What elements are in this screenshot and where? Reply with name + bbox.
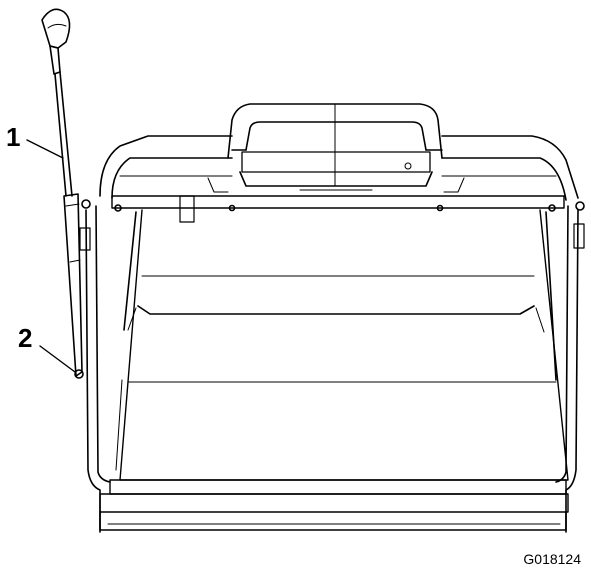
bag-top-frame [99, 135, 579, 223]
bag-base [99, 479, 569, 531]
bag-frame-tubes [79, 199, 585, 533]
figure-id-label: G018124 [523, 551, 581, 567]
lever-handle [41, 8, 84, 379]
callout-label-1: 1 [6, 122, 21, 152]
callout-2-leader [39, 345, 76, 373]
callout-1-leader [26, 139, 64, 159]
callout-label-2: 2 [18, 323, 33, 353]
bag-body [115, 209, 569, 481]
carry-handle [227, 103, 443, 187]
